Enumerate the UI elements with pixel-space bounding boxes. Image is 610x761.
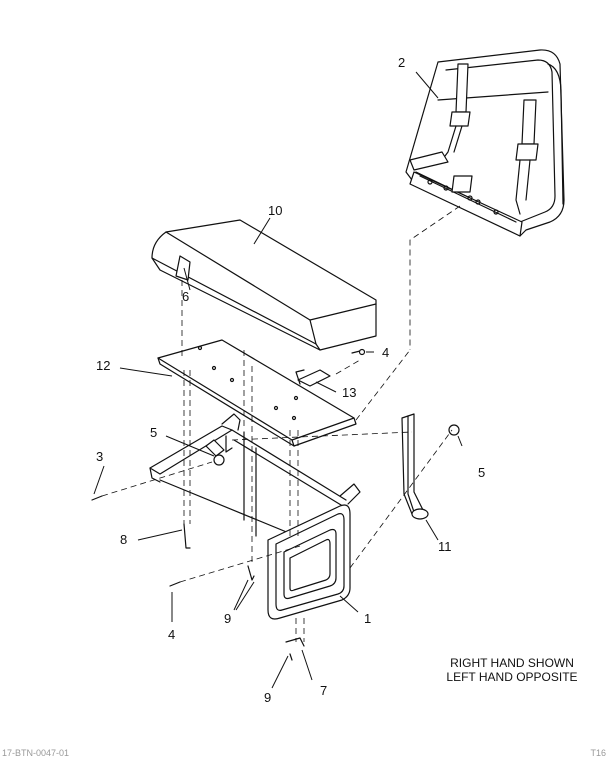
- callout-12: 12: [96, 358, 111, 373]
- pin-9-lower: [289, 653, 293, 661]
- callout-9-upper: 9: [224, 611, 232, 626]
- callout-8: 8: [120, 532, 128, 547]
- leader-lines: [93, 71, 463, 689]
- clip-8: [183, 523, 191, 549]
- note-line-1: RIGHT HAND SHOWN: [450, 656, 574, 670]
- seat-cushion-part: [151, 219, 377, 351]
- callout-9-lower: 9: [264, 690, 272, 705]
- callout-2: 2: [398, 55, 406, 70]
- note-line-2: LEFT HAND OPPOSITE: [446, 670, 578, 684]
- alignment-lines: [101, 205, 461, 642]
- callout-5-left: 5: [150, 425, 158, 440]
- nut-5-left: [213, 454, 225, 466]
- side-panel-part: [267, 504, 351, 620]
- callout-3: 3: [96, 449, 104, 464]
- callout-13: 13: [342, 385, 357, 400]
- callout-4-upper: 4: [382, 345, 390, 360]
- callout-10: 10: [268, 203, 283, 218]
- orientation-note: RIGHT HAND SHOWN LEFT HAND OPPOSITE: [432, 656, 592, 684]
- seat-back-part: [405, 49, 565, 237]
- nut-5-right: [448, 424, 460, 436]
- bolt-4-upper: [351, 348, 366, 356]
- callout-4-lower: 4: [168, 627, 176, 642]
- bracket-13-part: [295, 369, 331, 387]
- figure-code: 17-BTN-0047-01: [2, 748, 70, 758]
- callout-7: 7: [320, 683, 328, 698]
- callout-1: 1: [364, 611, 372, 626]
- seat-pan-part: [157, 339, 357, 447]
- bolt-3: [91, 495, 103, 501]
- seat-frame-part: [149, 413, 361, 555]
- side-bracket-11-part: [401, 413, 429, 520]
- bolt-4-lower: [169, 581, 181, 587]
- pin-9-upper: [247, 565, 255, 581]
- callout-11: 11: [438, 539, 452, 554]
- clip-7: [285, 637, 305, 647]
- figure-number: T16: [590, 748, 606, 758]
- callout-5-right: 5: [478, 465, 486, 480]
- callout-6: 6: [182, 289, 190, 304]
